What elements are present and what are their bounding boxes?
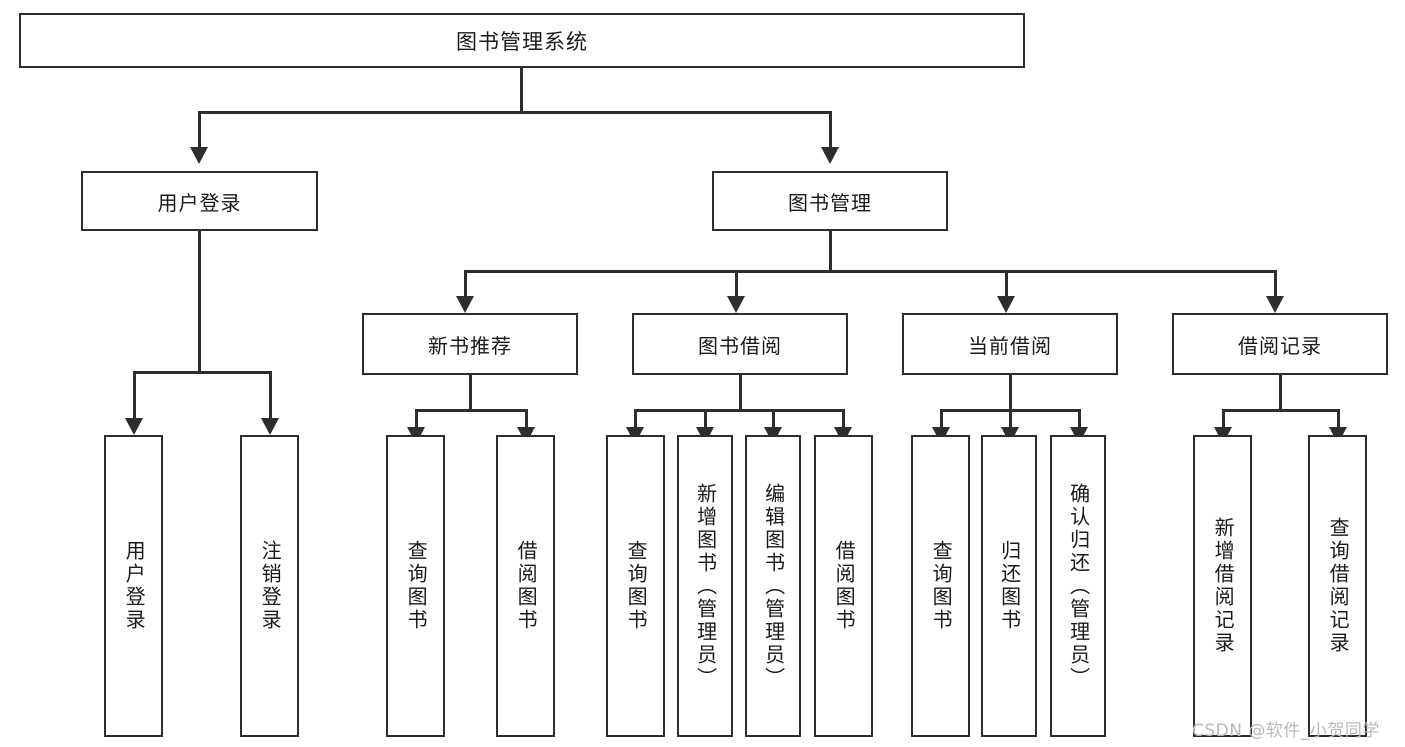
connector-drop-br-leaf-1 <box>1222 409 1225 435</box>
connector-new-book-bus <box>415 409 528 412</box>
connector-user-login-bus <box>133 371 271 374</box>
leaf-edit-book-admin[interactable]: 编辑图书（管理员） <box>745 435 801 737</box>
node-label: 查询借阅记录 <box>1326 517 1351 655</box>
connector-drop-nb-leaf-2 <box>525 409 528 435</box>
connector-drop-book-borrow <box>735 270 738 296</box>
connector-drop-nb-leaf-1 <box>415 409 418 435</box>
leaf-return-book[interactable]: 归还图书 <box>981 435 1037 737</box>
connector-drop-cb-leaf-2 <box>1009 409 1012 435</box>
node-label: 注销登录 <box>258 540 283 632</box>
node-label: 查询图书 <box>624 540 649 632</box>
node-label: 新书推荐 <box>428 333 512 358</box>
connector-book-manage-stem <box>829 231 832 270</box>
connector-drop-bb-leaf-1 <box>634 409 637 435</box>
leaf-query-borrow-record[interactable]: 查询借阅记录 <box>1308 435 1367 737</box>
arrowhead-leaf-user-login-icon <box>125 418 143 435</box>
leaf-user-login[interactable]: 用户登录 <box>104 435 163 737</box>
connector-user-login-stem <box>198 231 201 371</box>
connector-borrow-record-stem <box>1279 375 1282 409</box>
connector-book-borrow-bus <box>634 409 845 412</box>
node-label: 图书管理系统 <box>456 29 588 54</box>
node-label: 当前借阅 <box>968 333 1052 358</box>
arrowhead-new-book-icon <box>456 296 474 313</box>
leaf-query-book-current[interactable]: 查询图书 <box>911 435 970 737</box>
leaf-add-borrow-record[interactable]: 新增借阅记录 <box>1193 435 1252 737</box>
node-label: 借阅图书 <box>832 540 857 632</box>
node-label: 确认归还（管理员） <box>1066 482 1091 690</box>
connector-drop-user-login <box>198 111 201 147</box>
connector-drop-bb-leaf-2 <box>704 409 707 435</box>
connector-level2-bus <box>198 111 832 114</box>
node-label: 用户登录 <box>157 190 242 215</box>
arrowhead-borrow-record-icon <box>1266 296 1284 313</box>
leaf-confirm-return-admin[interactable]: 确认归还（管理员） <box>1050 435 1106 737</box>
connector-level3-bus <box>464 270 1277 273</box>
node-label: 查询图书 <box>404 540 429 632</box>
leaf-borrow-book-recommend[interactable]: 借阅图书 <box>496 435 555 737</box>
arrowhead-user-login-icon <box>190 147 208 164</box>
leaf-query-book-recommend[interactable]: 查询图书 <box>386 435 445 737</box>
node-label: 图书管理 <box>788 190 872 215</box>
node-new-book-recommend[interactable]: 新书推荐 <box>362 313 578 375</box>
node-label: 编辑图书（管理员） <box>761 482 786 690</box>
connector-drop-bb-leaf-4 <box>842 409 845 435</box>
node-label: 借阅记录 <box>1238 333 1322 358</box>
connector-drop-bb-leaf-3 <box>772 409 775 435</box>
node-label: 归还图书 <box>997 540 1022 632</box>
connector-drop-leaf-logout <box>269 371 272 418</box>
node-current-borrow[interactable]: 当前借阅 <box>902 313 1118 375</box>
node-label: 新增借阅记录 <box>1211 517 1236 655</box>
node-book-borrow[interactable]: 图书借阅 <box>632 313 848 375</box>
leaf-query-book-borrow[interactable]: 查询图书 <box>606 435 665 737</box>
connector-root-stem <box>520 68 523 111</box>
leaf-add-book-admin[interactable]: 新增图书（管理员） <box>677 435 733 737</box>
node-label: 用户登录 <box>122 540 147 632</box>
connector-new-book-stem <box>469 375 472 409</box>
connector-current-borrow-stem <box>1009 375 1012 409</box>
leaf-borrow-book[interactable]: 借阅图书 <box>814 435 873 737</box>
arrowhead-book-manage-icon <box>821 147 839 164</box>
connector-borrow-record-bus <box>1222 409 1340 412</box>
leaf-logout[interactable]: 注销登录 <box>240 435 299 737</box>
node-root-system[interactable]: 图书管理系统 <box>19 13 1025 68</box>
connector-drop-cb-leaf-3 <box>1078 409 1081 435</box>
connector-drop-br-leaf-2 <box>1337 409 1340 435</box>
connector-drop-new-book <box>464 270 467 296</box>
arrowhead-leaf-logout-icon <box>261 418 279 435</box>
connector-drop-cb-leaf-1 <box>940 409 943 435</box>
connector-book-borrow-stem <box>739 375 742 409</box>
connector-drop-leaf-user-login <box>133 371 136 418</box>
node-label: 图书借阅 <box>698 333 782 358</box>
node-label: 新增图书（管理员） <box>693 482 718 690</box>
node-book-manage[interactable]: 图书管理 <box>712 171 948 231</box>
connector-drop-current-borrow <box>1005 270 1008 296</box>
node-label: 查询图书 <box>929 540 954 632</box>
connector-drop-borrow-record <box>1274 270 1277 296</box>
node-user-login[interactable]: 用户登录 <box>81 171 318 231</box>
node-borrow-record[interactable]: 借阅记录 <box>1172 313 1388 375</box>
csdn-watermark: CSDN @软件_小贺同学 <box>1192 721 1380 741</box>
arrowhead-current-borrow-icon <box>997 296 1015 313</box>
node-label: 借阅图书 <box>514 540 539 632</box>
connector-drop-book-manage <box>829 111 832 147</box>
arrowhead-book-borrow-icon <box>727 296 745 313</box>
